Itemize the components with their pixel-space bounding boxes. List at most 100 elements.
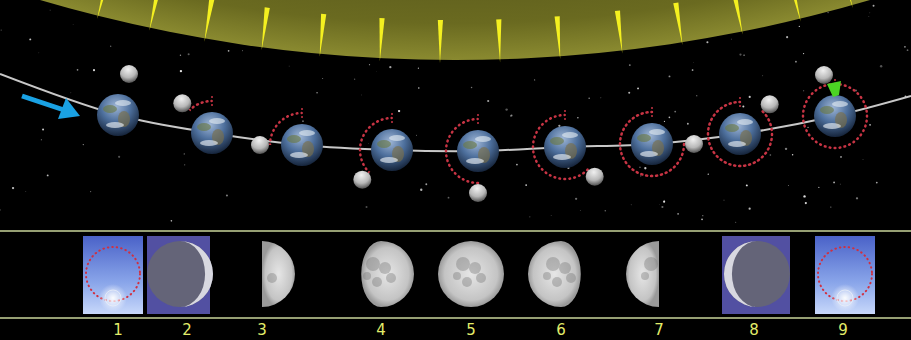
star [242,50,244,52]
callout-number: 5 [466,323,476,338]
star [904,46,906,48]
star [322,78,324,80]
star [376,71,378,73]
star [795,61,797,63]
star [420,189,422,191]
star [25,191,27,193]
earth-moon-system [353,113,413,189]
star [1,29,2,30]
moon-phase [262,241,295,307]
star [398,110,400,112]
star [644,167,646,169]
star [588,98,590,100]
star [416,134,418,136]
star [637,88,639,90]
star [366,206,368,208]
sun-ray [204,0,214,41]
earth [814,95,856,137]
star [368,142,370,144]
star [669,75,671,77]
earth-surface [832,101,848,107]
star [302,120,304,122]
earth-surface [562,132,578,138]
callout-number: 2 [182,323,192,338]
star [787,184,789,186]
star [735,221,737,223]
star [693,62,695,64]
earth-surface [823,123,841,129]
sun-ray [839,0,853,8]
star [188,53,190,55]
star [839,183,841,185]
star [856,197,858,199]
sun-ray [97,0,110,19]
sun-ray [320,14,327,57]
star [659,204,661,206]
sun-ray [555,16,561,59]
earthshine-disc [724,241,790,307]
star [41,139,42,140]
star [316,92,317,93]
star [83,144,84,145]
star [661,206,663,208]
earth-moon-system [708,95,779,166]
star [525,184,527,186]
star [692,69,694,71]
star [47,174,49,176]
star [663,201,665,203]
star [605,210,607,212]
star [575,198,577,200]
star [354,79,355,80]
callout-number: 1 [113,323,123,338]
star [110,46,111,47]
sun-ray [732,0,743,35]
orbit-start-tick [477,114,479,124]
sun-ray [673,2,682,45]
orbit-start-tick [391,113,393,123]
star [577,117,579,119]
earth-surface [820,106,834,114]
star [708,173,709,174]
earth-moon-system [446,114,499,202]
star [669,116,671,118]
star [696,95,697,96]
earth-surface [200,140,218,146]
new-moon [837,290,853,306]
crescent-moon [180,241,213,307]
star [792,154,793,155]
star [664,121,665,122]
star [550,215,552,217]
star [184,153,185,154]
star [833,182,835,184]
star [862,159,864,161]
strip-separator [0,230,911,232]
star [90,191,91,192]
earth [97,94,139,136]
earth-surface [103,105,117,113]
star [77,69,79,71]
star [49,9,51,11]
earth-orbit [0,74,911,151]
lunar-maria [267,273,277,283]
earth-surface [377,140,391,148]
star [534,79,535,80]
star [418,68,419,69]
star [505,108,507,110]
callout-number: 6 [556,323,566,338]
star [171,220,173,222]
star [827,12,828,13]
direction-arrowhead [58,98,80,119]
sun-ray [149,0,160,31]
star [805,202,807,204]
lunar-maria [543,257,576,287]
earth-surface [389,135,405,141]
star [471,87,472,88]
star [830,206,831,207]
star [639,166,641,168]
sun-ray [438,20,443,63]
star [723,199,725,201]
earth-surface [553,154,571,160]
star [803,195,805,197]
star [12,187,14,189]
star [630,204,632,206]
